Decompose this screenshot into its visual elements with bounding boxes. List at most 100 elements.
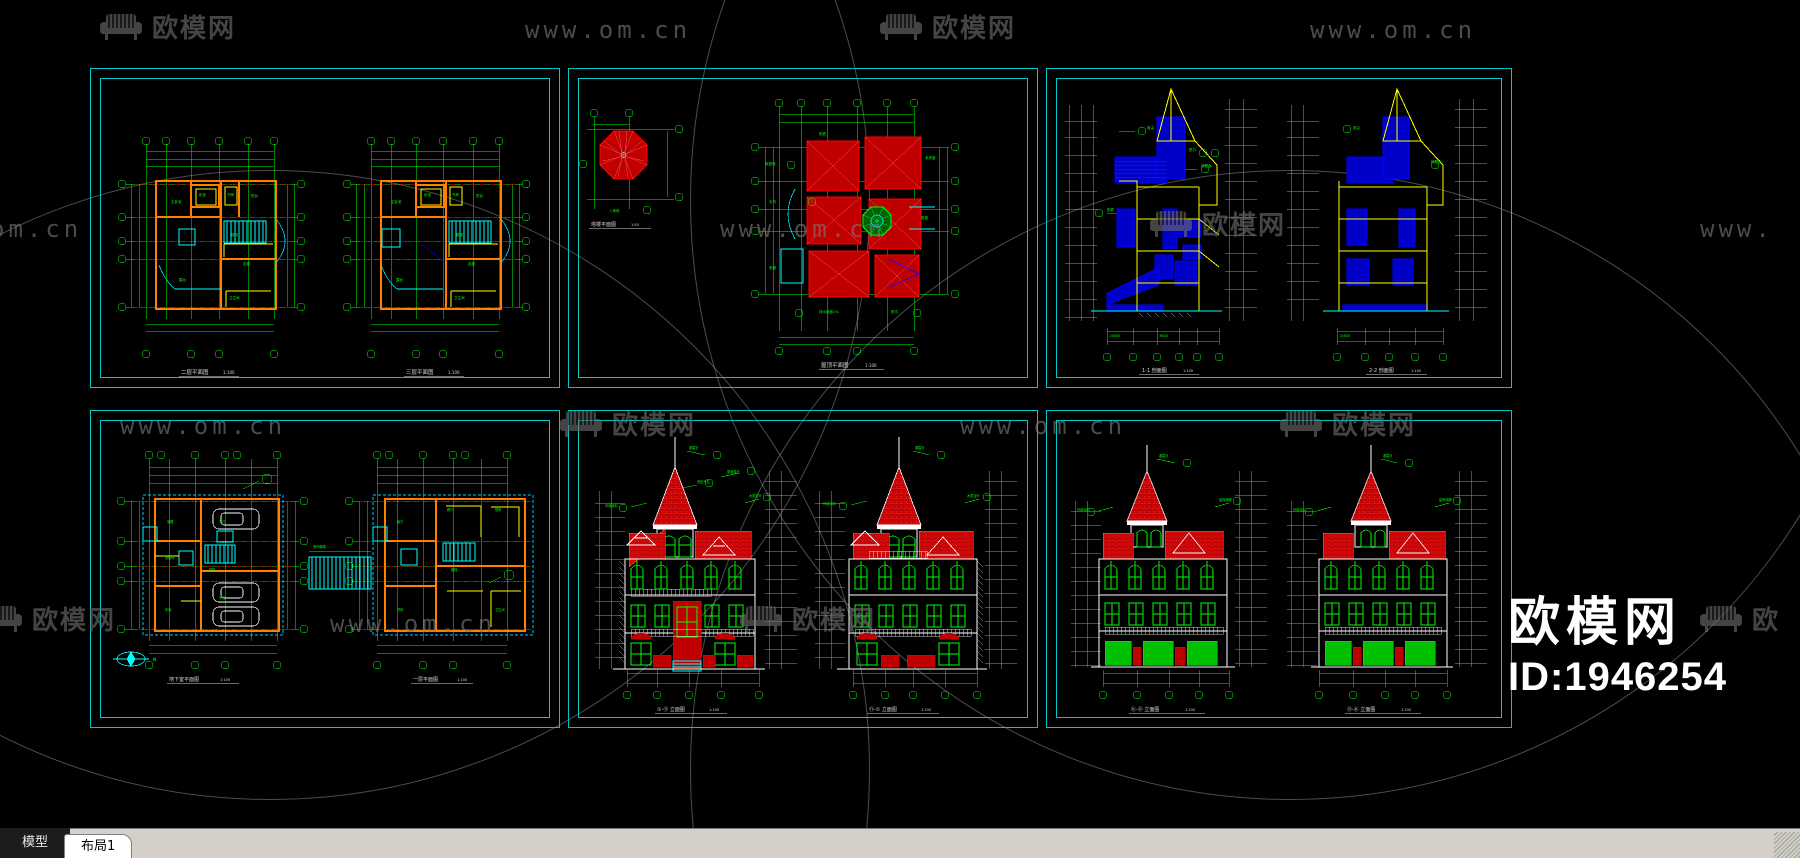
svg-text:卫生间: 卫生间 bbox=[495, 607, 505, 612]
svg-text:1:50: 1:50 bbox=[631, 223, 639, 227]
viewport-basement-ground-plans[interactable]: 储藏设备房 车库车位 车位楼梯 N 地下室平面 bbox=[90, 410, 560, 728]
svg-text:室外楼梯: 室外楼梯 bbox=[313, 544, 327, 549]
svg-text:楼梯: 楼梯 bbox=[231, 232, 238, 237]
viewport-upper-floor-plans[interactable]: 卧室 书房 阳台主卧室 楼梯走廊 露台卫生间 二层平面图 1:100 bbox=[90, 68, 560, 388]
svg-text:避雷针: 避雷针 bbox=[689, 445, 699, 450]
svg-text:挑檐: 挑檐 bbox=[819, 131, 827, 136]
svg-text:书房: 书房 bbox=[227, 192, 234, 197]
status-bar: 模型 布局1 bbox=[0, 828, 1800, 858]
svg-text:1:100: 1:100 bbox=[1401, 708, 1411, 712]
svg-text:12600: 12600 bbox=[1339, 334, 1350, 338]
svg-text:主卧室: 主卧室 bbox=[391, 199, 402, 204]
viewport-inner-border bbox=[578, 78, 1028, 378]
viewport-inner-border bbox=[1056, 78, 1502, 378]
svg-text:⑪-① 立面图: ⑪-① 立面图 bbox=[869, 706, 897, 713]
svg-text:避雷针: 避雷针 bbox=[915, 445, 925, 450]
svg-text:储藏: 储藏 bbox=[167, 519, 174, 524]
svg-text:雨棚: 雨棚 bbox=[769, 265, 777, 270]
resize-grip[interactable] bbox=[1774, 832, 1800, 858]
svg-text:塔楼平面图: 塔楼平面图 bbox=[591, 221, 616, 228]
svg-text:Ⓚ-Ⓓ 立面图: Ⓚ-Ⓓ 立面图 bbox=[1131, 706, 1159, 713]
viewport-inner-border bbox=[578, 420, 1028, 718]
svg-text:Ⓓ-Ⓚ 立面图: Ⓓ-Ⓚ 立面图 bbox=[1347, 706, 1375, 713]
sheet-content: 避雷针外墙涂料 装饰线脚 Ⓚ-Ⓓ 立面图 1:100 bbox=[1047, 411, 1511, 727]
svg-text:楼梯: 楼梯 bbox=[209, 567, 216, 572]
svg-text:西班牙瓦: 西班牙瓦 bbox=[697, 479, 711, 484]
svg-text:走廊: 走廊 bbox=[243, 261, 250, 266]
svg-text:楼梯: 楼梯 bbox=[451, 567, 458, 572]
sheet-content: 八角塔 塔楼平面图 1:50 bbox=[569, 69, 1037, 387]
svg-text:避雷针: 避雷针 bbox=[1383, 453, 1393, 458]
svg-text:老虎窗: 老虎窗 bbox=[925, 155, 936, 160]
svg-text:装饰线脚: 装饰线脚 bbox=[1439, 497, 1452, 502]
svg-text:1:100: 1:100 bbox=[921, 708, 931, 712]
svg-text:二层平面图: 二层平面图 bbox=[181, 368, 209, 376]
svg-text:露台: 露台 bbox=[396, 277, 404, 282]
svg-text:1:100: 1:100 bbox=[865, 363, 877, 368]
svg-text:外墙涂料: 外墙涂料 bbox=[823, 501, 837, 506]
svg-text:八角塔: 八角塔 bbox=[609, 208, 620, 213]
svg-text:车位: 车位 bbox=[219, 519, 226, 524]
svg-text:1:100: 1:100 bbox=[1411, 369, 1421, 373]
svg-text:挑檐: 挑檐 bbox=[1107, 207, 1115, 212]
svg-text:1:100: 1:100 bbox=[223, 370, 235, 375]
svg-text:塔楼: 塔楼 bbox=[921, 215, 929, 220]
svg-text:设备房: 设备房 bbox=[165, 555, 175, 560]
svg-text:坡屋面: 坡屋面 bbox=[1201, 163, 1212, 168]
svg-text:地下室平面图: 地下室平面图 bbox=[169, 676, 199, 683]
svg-text:外墙涂料: 外墙涂料 bbox=[605, 503, 619, 508]
svg-text:天沟: 天沟 bbox=[769, 199, 777, 204]
viewport-inner-border bbox=[1056, 420, 1502, 718]
svg-text:N: N bbox=[153, 657, 156, 662]
svg-text:3600: 3600 bbox=[1159, 334, 1168, 338]
svg-text:餐厅: 餐厅 bbox=[447, 507, 454, 512]
viewport-roof-plan[interactable]: 八角塔 塔楼平面图 1:50 bbox=[568, 68, 1038, 388]
svg-text:2-2 剖面图: 2-2 剖面图 bbox=[1369, 367, 1394, 374]
svg-text:装饰线脚: 装饰线脚 bbox=[1219, 497, 1232, 502]
svg-text:外墙涂料: 外墙涂料 bbox=[1077, 507, 1091, 512]
svg-text:卫生间: 卫生间 bbox=[229, 295, 240, 300]
svg-text:排水坡度2%: 排水坡度2% bbox=[819, 309, 839, 314]
svg-text:厨房: 厨房 bbox=[495, 507, 501, 512]
svg-text:①-⑪ 立面图: ①-⑪ 立面图 bbox=[657, 706, 685, 713]
svg-text:阳台: 阳台 bbox=[476, 193, 484, 198]
svg-text:外墙涂料: 外墙涂料 bbox=[1293, 507, 1307, 512]
svg-text:卫生间: 卫生间 bbox=[454, 295, 465, 300]
svg-text:客厅: 客厅 bbox=[397, 519, 404, 524]
svg-text:三层平面图: 三层平面图 bbox=[406, 368, 434, 376]
watermark-brand-large: 欧模网 ID:1946254 bbox=[1508, 580, 1727, 700]
layout1-tab[interactable]: 布局1 bbox=[64, 834, 133, 858]
svg-text:坡屋面: 坡屋面 bbox=[1431, 159, 1442, 164]
svg-text:一层平面图: 一层平面图 bbox=[413, 677, 438, 683]
sheet-content: 储藏设备房 车库车位 车位楼梯 N 地下室平面 bbox=[91, 411, 559, 727]
svg-text:1:100: 1:100 bbox=[220, 678, 230, 682]
viewport-side-elevations[interactable]: 避雷针外墙涂料 装饰线脚 Ⓚ-Ⓓ 立面图 1:100 bbox=[1046, 410, 1512, 728]
svg-text:15600: 15600 bbox=[1109, 334, 1120, 338]
watermark-brand-text: 欧模网 bbox=[1508, 593, 1683, 653]
svg-text:木质百叶: 木质百叶 bbox=[749, 493, 763, 498]
svg-text:1:100: 1:100 bbox=[709, 708, 719, 712]
svg-text:木质百叶: 木质百叶 bbox=[967, 493, 981, 498]
svg-text:卧室: 卧室 bbox=[424, 192, 432, 197]
svg-text:坡屋面: 坡屋面 bbox=[765, 161, 776, 166]
watermark-id-text: ID:1946254 bbox=[1508, 655, 1728, 699]
svg-text:书房: 书房 bbox=[397, 607, 403, 612]
svg-text:1:100: 1:100 bbox=[1185, 708, 1195, 712]
svg-text:走廊: 走廊 bbox=[468, 261, 476, 266]
viewport-inner-border bbox=[100, 78, 550, 378]
svg-text:1:100: 1:100 bbox=[1183, 369, 1193, 373]
roofplan-svg: 八角塔 塔楼平面图 1:50 bbox=[578, 98, 960, 370]
svg-text:车库: 车库 bbox=[165, 607, 172, 612]
model-tab[interactable]: 模型 bbox=[0, 828, 71, 858]
svg-text:1-1 剖面图: 1-1 剖面图 bbox=[1142, 367, 1167, 374]
